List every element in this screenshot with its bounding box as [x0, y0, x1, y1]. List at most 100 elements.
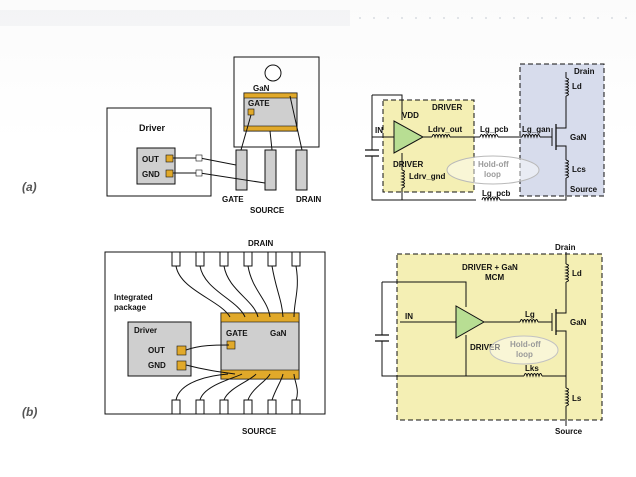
a-drain-label: Drain — [574, 67, 595, 76]
a-circuit: VDD DRIVER IN DRIVER Ldrv_out Lg_pcb Lg_… — [365, 63, 605, 201]
a-drain-pin-label: DRAIN — [296, 195, 322, 204]
a-ldrv-out-label: Ldrv_out — [428, 125, 463, 134]
a-gnd-to-source-wire — [173, 172, 266, 184]
a-left-rail-bottom — [371, 156, 476, 201]
b-driver-amp-label: DRIVER — [470, 343, 500, 352]
a-vdd-label: VDD — [402, 111, 419, 120]
b-source-bond-6 — [293, 373, 298, 401]
b-top-lead-1 — [171, 251, 181, 267]
b-gnd-pad — [176, 360, 187, 371]
a-driver-box — [106, 107, 212, 197]
a-lg-pcb-top-label: Lg_pcb — [480, 125, 509, 134]
b-drain-bond-3 — [223, 265, 259, 318]
b-out-label: OUT — [148, 346, 165, 355]
part-label-a: (a) — [22, 180, 37, 194]
b-source-bond-3 — [223, 373, 257, 401]
b-top-lead-6 — [291, 251, 301, 267]
a-lg-gan-label: Lg_gan — [522, 125, 551, 134]
b-mcm-label-2: MCM — [485, 273, 504, 282]
b-top-lead-2 — [195, 251, 205, 267]
b-gan-terminals — [556, 290, 567, 376]
b-gnd-label: GND — [148, 361, 166, 370]
b-driver-label: Driver — [134, 326, 157, 335]
a-source-pin-label: SOURCE — [250, 206, 285, 215]
b-gan-drain-pad — [220, 312, 300, 323]
part-label-b: (b) — [22, 405, 37, 419]
a-wire-marker-2 — [195, 169, 203, 177]
a-gate-pin — [235, 149, 248, 191]
b-decoupling-cap — [375, 334, 389, 342]
b-ld-label: Ld — [572, 269, 582, 278]
b-source-bond-5 — [271, 373, 284, 401]
a-package-hole — [264, 64, 282, 82]
b-bottom-lead-1 — [171, 399, 181, 415]
a-source-label: Source — [570, 185, 598, 194]
a-drain-bondwire — [289, 95, 303, 151]
b-drain-label: DRAIN — [248, 239, 274, 248]
a-decoupling-cap — [365, 149, 379, 157]
a-ld-label: Ld — [572, 82, 582, 91]
a-lg-pcb-bot-label: Lg_pcb — [482, 189, 511, 198]
b-bottom-lead-6 — [291, 399, 301, 415]
a-ldrv-gnd-label: Ldrv_gnd — [409, 172, 446, 181]
b-drain-bond-4 — [247, 265, 271, 318]
b-integrated-label-2: package — [114, 303, 147, 312]
a-gate-pad — [247, 108, 255, 116]
a-gan-label: GaN — [570, 133, 587, 142]
top-fade-band — [0, 10, 350, 26]
b-out-pad — [176, 345, 187, 356]
b-driver-amp — [455, 305, 486, 339]
a-gan-bottom-pad — [243, 125, 298, 132]
b-source-label: Source — [555, 427, 583, 436]
b-gnd-to-source-wire — [185, 364, 236, 375]
b-drain-bond-5 — [271, 265, 284, 318]
b-drain-label: Drain — [555, 243, 576, 252]
a-gate-wire — [540, 128, 553, 146]
b-circuit: DRIVER + GaN MCM IN DRIVER Lg GaN Ld Dra… — [375, 243, 603, 436]
a-driver-box-label: DRIVER — [432, 103, 462, 112]
a-gan-top-pad — [243, 92, 298, 99]
a-holdoff-loop — [446, 155, 540, 185]
a-gnd-pad — [165, 169, 174, 178]
b-lks-label: Lks — [525, 364, 539, 373]
b-source-bond-2 — [199, 373, 243, 401]
a-driver-label: Driver — [139, 123, 166, 133]
a-holdoff-label-1: Hold-off — [478, 160, 509, 169]
b-gan-label: GaN — [570, 318, 587, 327]
a-driver-chip — [136, 147, 176, 185]
a-gate-pad-label: GATE — [248, 99, 270, 108]
a-lcs-label: Lcs — [572, 165, 586, 174]
b-holdoff-loop — [489, 335, 559, 365]
a-gan-region — [519, 63, 605, 197]
b-drain-bond-1 — [175, 265, 231, 318]
b-in-label: IN — [405, 312, 413, 321]
b-out-to-gate-wire — [185, 344, 230, 351]
b-left-rail-bottom — [381, 335, 467, 377]
b-holdoff-label-1: Hold-off — [510, 340, 541, 349]
b-bottom-lead-2 — [195, 399, 205, 415]
a-vdd-rail — [372, 94, 403, 120]
b-top-lead-4 — [243, 251, 253, 267]
b-ls-label: Ls — [572, 394, 582, 403]
a-gan-label: GaN — [253, 84, 270, 93]
b-source-bond-4 — [247, 373, 271, 401]
a-gan-terminals — [556, 112, 567, 160]
a-out-to-gate-wire — [173, 157, 237, 166]
b-mcm-label-1: DRIVER + GaN — [462, 263, 518, 272]
b-package-outline — [104, 251, 326, 415]
b-bottom-lead-4 — [243, 399, 253, 415]
a-package-outline — [233, 56, 320, 148]
top-dot-band — [359, 17, 627, 19]
a-gate-pin-label: GATE — [222, 195, 244, 204]
b-holdoff-label-2: loop — [516, 350, 533, 359]
a-gnd-label: GND — [142, 170, 160, 179]
b-bottom-lead-5 — [267, 399, 277, 415]
a-physical-layout: Driver OUT GND GaN GATE GATE SOURCE DRAI… — [106, 56, 322, 215]
a-source-pin — [264, 149, 277, 191]
b-drain-bond-2 — [199, 265, 246, 318]
b-lg-label: Lg — [525, 310, 535, 319]
b-gan-label: GaN — [270, 329, 287, 338]
a-out-label: OUT — [142, 155, 159, 164]
a-holdoff-label-2: loop — [484, 170, 501, 179]
